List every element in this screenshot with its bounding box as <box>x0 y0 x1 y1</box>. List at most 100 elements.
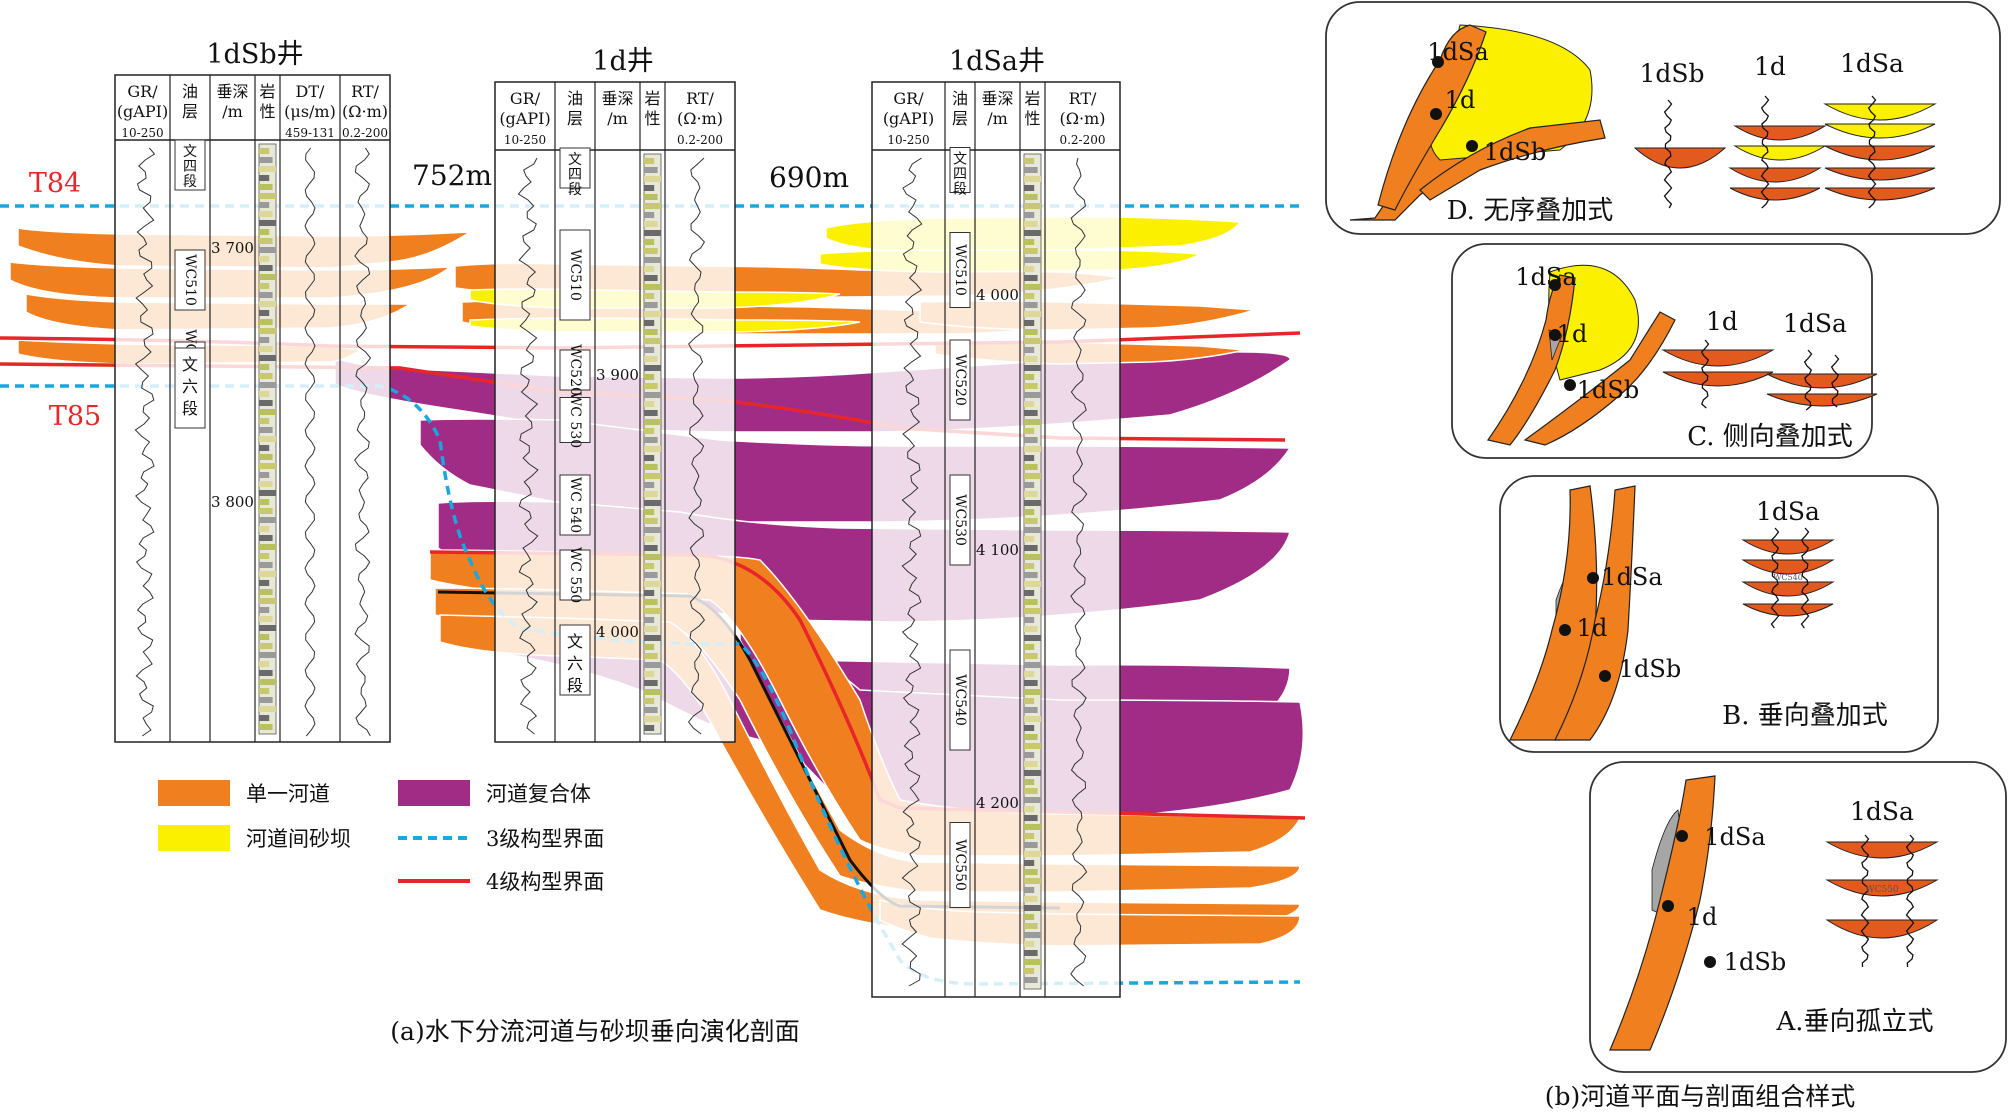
lithology-band <box>1024 500 1041 506</box>
well-column: 1dSa井GR/(gAPI)10-250油层垂深/m岩性RT/(Ω·m)0.2-… <box>871 46 1121 998</box>
well-location-dot <box>1549 279 1561 291</box>
lithology-band <box>644 599 658 605</box>
lithology-band <box>644 446 661 452</box>
lithology-band <box>644 563 655 569</box>
lithology-band <box>644 626 658 632</box>
well-location-dot <box>1559 624 1571 636</box>
lithology-band <box>644 491 658 497</box>
lithology-band <box>644 284 661 290</box>
lithology-band <box>259 391 270 397</box>
well-name: 1d井 <box>592 46 653 77</box>
lithology-band <box>1024 419 1041 425</box>
lithology-band <box>1024 635 1041 641</box>
layer-label: WC 530 <box>567 392 583 448</box>
legend-label: 单一河道 <box>246 782 330 806</box>
lithology-band <box>644 365 661 371</box>
well-log-trace <box>1700 339 1710 409</box>
lithology-band <box>644 518 658 524</box>
lithology-band <box>1024 545 1038 551</box>
lithology-band <box>644 464 658 470</box>
formation-char: 文 <box>182 355 198 374</box>
formation-box <box>949 147 971 193</box>
formation-char: 四 <box>183 159 197 175</box>
depth-label: 4 200 <box>976 794 1019 812</box>
lithology-band <box>1024 779 1035 785</box>
lithology-band <box>259 382 276 388</box>
well-name: 1dSb井 <box>206 39 303 70</box>
layer-label-box <box>949 649 971 751</box>
patterns-caption: (b)河道平面与剖面组合样式 <box>1545 1082 1856 1111</box>
depth-label: 4 000 <box>596 623 639 641</box>
well-column: 1dSb井GR/(gAPI)10-250油层垂深/m岩性DT/(μs/m)459… <box>114 39 391 743</box>
lithology-band <box>644 617 655 623</box>
lithology-band <box>259 310 270 316</box>
well-frame <box>114 74 391 743</box>
lithology-band <box>644 428 655 434</box>
lithology-band <box>644 257 661 263</box>
distance-label-1: 752m <box>412 159 492 192</box>
lithology-band <box>644 158 655 164</box>
river-plan <box>1419 119 1606 201</box>
lithology-band <box>644 302 658 308</box>
lithology-band <box>259 607 270 613</box>
well-location-dot <box>1466 140 1478 152</box>
lithology-band <box>1024 608 1041 614</box>
lithology-band <box>259 283 270 289</box>
lithology-band <box>1024 239 1035 245</box>
well-header-label: GR/ <box>510 89 541 108</box>
layer-label: WC510 <box>567 249 583 301</box>
legend-swatch <box>158 780 230 806</box>
lithology-band <box>644 230 661 236</box>
lithology-band <box>1024 527 1041 533</box>
lithology-band <box>644 554 661 560</box>
lithology-band <box>1024 896 1038 902</box>
well-header-label: RT/ <box>686 89 714 108</box>
lithology-band <box>259 634 270 640</box>
legend-label: 4级构型界面 <box>486 870 604 894</box>
legend-swatch <box>398 780 470 806</box>
lithology-band <box>1024 248 1038 254</box>
section-lens <box>1741 539 1835 555</box>
well-header-label: (Ω·m) <box>1059 109 1105 128</box>
lithology-band <box>644 347 655 353</box>
lithology-band <box>1024 383 1038 389</box>
lithology-band <box>1024 905 1041 911</box>
river-plan <box>1523 311 1676 446</box>
layer-label-box <box>174 249 206 311</box>
lithology-band <box>644 455 655 461</box>
lens-label: WC540 <box>1773 573 1803 582</box>
lithology-band <box>644 644 655 650</box>
well-header-label: (Ω·m) <box>342 102 388 121</box>
well-header-label: 0.2-200 <box>342 126 388 140</box>
lithology-band <box>1024 356 1038 362</box>
lithology-band <box>644 212 655 218</box>
rt-curve <box>687 157 706 735</box>
lithology-band <box>1024 581 1041 587</box>
lithology-band <box>259 454 273 460</box>
lithology-band <box>644 266 655 272</box>
well-log-trace <box>1800 527 1810 629</box>
well-header-label: DT/ <box>296 82 326 101</box>
rt-curve <box>1070 157 1088 987</box>
lithology-band <box>1024 599 1038 605</box>
section-lens <box>1766 373 1878 389</box>
horizon-t84-label: T84 <box>29 168 81 199</box>
lithology-band <box>1024 347 1035 353</box>
lithology-band <box>1024 491 1038 497</box>
lithology-band <box>259 598 276 604</box>
lithology-band <box>1024 887 1035 893</box>
formation-char: 六 <box>182 377 198 396</box>
well-header-label: 10-250 <box>504 133 546 147</box>
lithology-band <box>259 481 273 487</box>
well-frame <box>494 81 736 743</box>
lithology-band <box>259 643 273 649</box>
section-well-label: 1d <box>1706 307 1738 336</box>
lithology-band <box>1024 689 1041 695</box>
lithology-band <box>1024 167 1038 173</box>
well-header-label: GR/ <box>127 82 158 101</box>
well-marker-label: 1dSa <box>1427 38 1488 66</box>
lithology-band <box>644 671 655 677</box>
lithology-band <box>644 536 655 542</box>
lithology-band <box>1024 761 1038 767</box>
lithology-band <box>1024 851 1041 857</box>
